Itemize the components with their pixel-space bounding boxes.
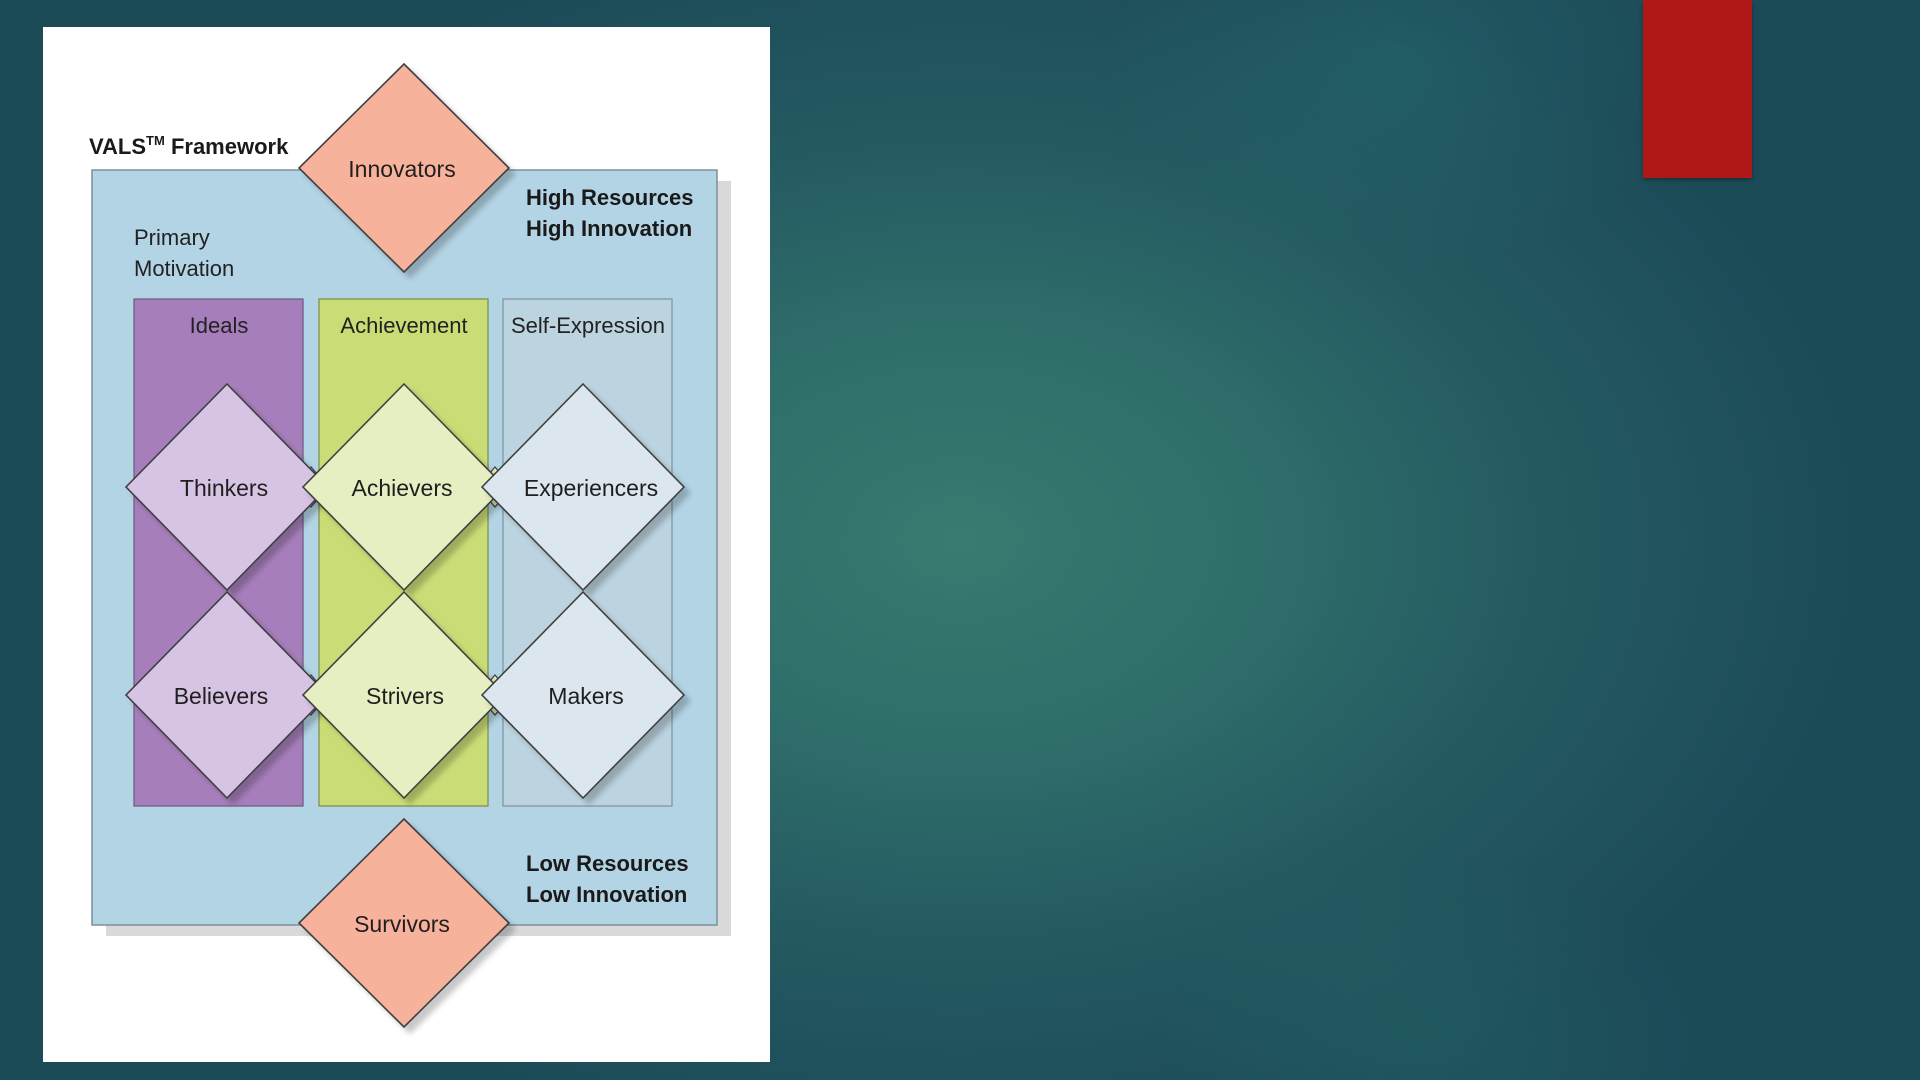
innovators-label: Innovators xyxy=(348,156,455,182)
vals-diagram-svg: VALSTM Framework Primary Motivation High… xyxy=(43,27,770,1062)
thinkers-label: Thinkers xyxy=(180,475,268,501)
column-header-ideals: Ideals xyxy=(190,313,249,338)
survivors-label: Survivors xyxy=(354,911,450,937)
red-accent-bar xyxy=(1643,0,1752,178)
strivers-label: Strivers xyxy=(366,683,444,709)
primary-motivation-line1: Primary xyxy=(134,225,210,250)
vals-framework-figure: VALSTM Framework Primary Motivation High… xyxy=(43,27,770,1062)
high-innovation-label: High Innovation xyxy=(526,216,692,241)
low-resources-label: Low Resources xyxy=(526,851,689,876)
experiencers-label: Experiencers xyxy=(524,475,658,501)
low-innovation-label: Low Innovation xyxy=(526,882,687,907)
achievers-label: Achievers xyxy=(352,475,453,501)
believers-label: Believers xyxy=(174,683,269,709)
high-resources-label: High Resources xyxy=(526,185,694,210)
column-header-self-expression: Self-Expression xyxy=(511,313,665,338)
makers-label: Makers xyxy=(548,683,623,709)
framework-title: VALSTM Framework xyxy=(89,133,289,159)
primary-motivation-line2: Motivation xyxy=(134,256,234,281)
column-header-achievement: Achievement xyxy=(340,313,467,338)
